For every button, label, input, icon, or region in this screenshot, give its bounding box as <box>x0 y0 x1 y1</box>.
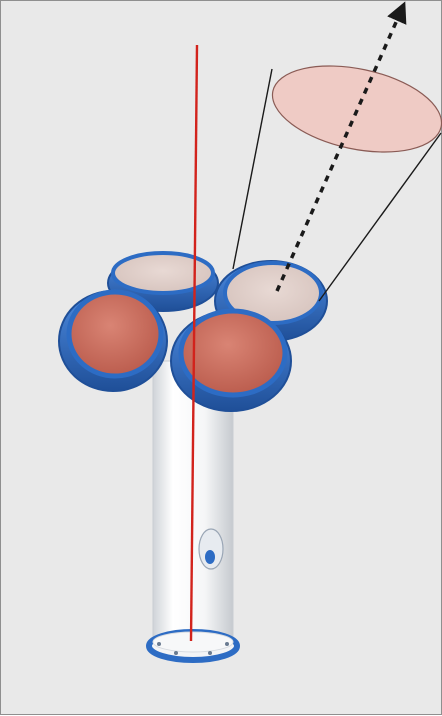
detector-front-left <box>59 291 167 391</box>
mast-port-indicator <box>205 550 215 564</box>
detector-front-right <box>171 311 291 411</box>
cone-cap <box>265 52 442 166</box>
cone-edge-left <box>233 69 272 269</box>
